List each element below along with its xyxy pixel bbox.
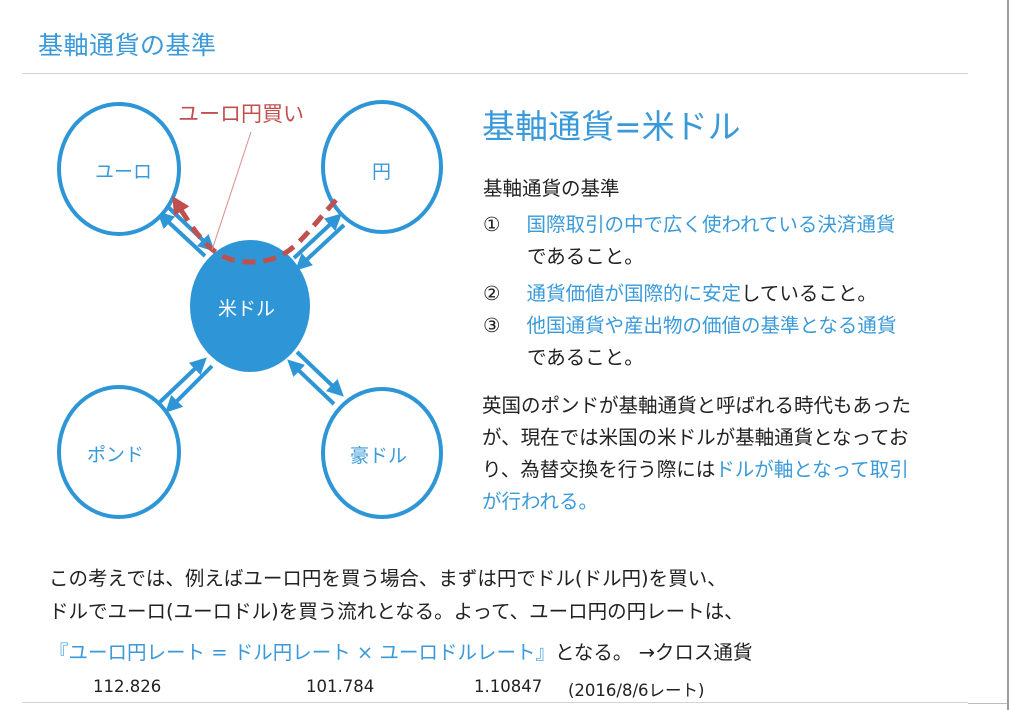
criterion-1-cont: であること。 <box>527 245 644 268</box>
bottom-line-1: この考えでは、例えばユーロ円を買う場合、まずは円でドル(ドル円)を買い、 <box>49 567 727 590</box>
formula-suffix: となる。 →クロス通貨 <box>554 641 753 664</box>
description-paragraph: 英国のポンドが基軸通貨と呼ばれる時代もあった が、現在では米国の米ドルが基軸通貨… <box>482 390 911 518</box>
criterion-1-text: 国際取引の中で広く使われている決済通貨 <box>526 213 896 236</box>
node-yen <box>321 100 443 234</box>
criterion-2: ② 通貨価値が国際的に安定していること。 <box>483 277 877 306</box>
description-line-3-black: り、為替交換を行う際には <box>482 458 716 481</box>
node-aud-label: 豪ドル <box>350 445 408 467</box>
node-usd-label: 米ドル <box>218 298 276 320</box>
description-line-3-blue: ドルが軸となって取引 <box>715 458 909 481</box>
criterion-3-cont: であること。 <box>527 346 644 369</box>
criteria-title: 基軸通貨の基準 <box>483 177 620 200</box>
node-pound <box>57 385 181 519</box>
currency-diagram <box>57 100 443 519</box>
node-usd <box>190 240 310 372</box>
callout-pointer <box>211 131 252 251</box>
arrow-pound-usd <box>158 357 214 413</box>
rate-usdjpy: 101.784 <box>306 677 375 696</box>
euro-yen-buy-path <box>172 195 338 265</box>
rate-date-note: (2016/8/6レート) <box>568 681 705 700</box>
bottom-line-2: ドルでユーロ(ユーロドル)を買う流れとなる。よって、ユーロ円の円レートは、 <box>49 600 744 623</box>
criterion-3: ③ 他国通貨や産出物の価値の基準となる通貨 <box>483 309 896 338</box>
description-line-2: が、現在では米国の米ドルが基軸通貨となってお <box>482 426 909 449</box>
title-divider <box>22 73 968 74</box>
criterion-3-num: ③ <box>483 314 501 337</box>
criterion-2-text-black: していること。 <box>741 282 877 305</box>
rate-eurjpy: 112.826 <box>93 677 162 696</box>
node-aud <box>321 387 443 519</box>
bottom-formula-line: 『ユーロ円レート = ドル円レート × ユーロドルレート』となる。 →クロス通貨 <box>49 637 752 669</box>
criterion-2-num: ② <box>483 282 501 305</box>
description-line-3: り、為替交換を行う際にはドルが軸となって取引 <box>482 454 911 486</box>
cross-rate-formula: 『ユーロ円レート = ドル円レート × ユーロドルレート』 <box>49 641 555 664</box>
criterion-1: ① 国際取引の中で広く使われている決済通貨 <box>483 208 895 237</box>
bottom-divider <box>22 702 968 703</box>
slide-title: 基軸通貨の基準 <box>38 31 217 60</box>
criterion-2-text-blue: 通貨価値が国際的に安定 <box>526 282 741 305</box>
node-euro <box>57 102 181 236</box>
callout-label: ユーロ円買い <box>178 102 304 126</box>
arrow-aud-usd <box>287 350 344 406</box>
right-heading: 基軸通貨=米ドル <box>482 107 741 146</box>
arrow-yen-usd <box>292 213 346 271</box>
node-euro-label: ユーロ <box>95 161 153 183</box>
page-edge-bottom <box>968 703 1007 704</box>
criterion-1-num: ① <box>483 213 501 236</box>
description-line-1: 英国のポンドが基軸通貨と呼ばれる時代もあった <box>482 394 912 417</box>
node-yen-label: 円 <box>372 161 392 183</box>
description-line-4: が行われる。 <box>482 490 599 513</box>
node-pound-label: ポンド <box>87 444 145 466</box>
page-edge-right <box>1007 0 1009 710</box>
criterion-3-text: 他国通貨や産出物の価値の基準となる通貨 <box>526 314 897 337</box>
rate-eurusd: 1.10847 <box>474 677 543 696</box>
